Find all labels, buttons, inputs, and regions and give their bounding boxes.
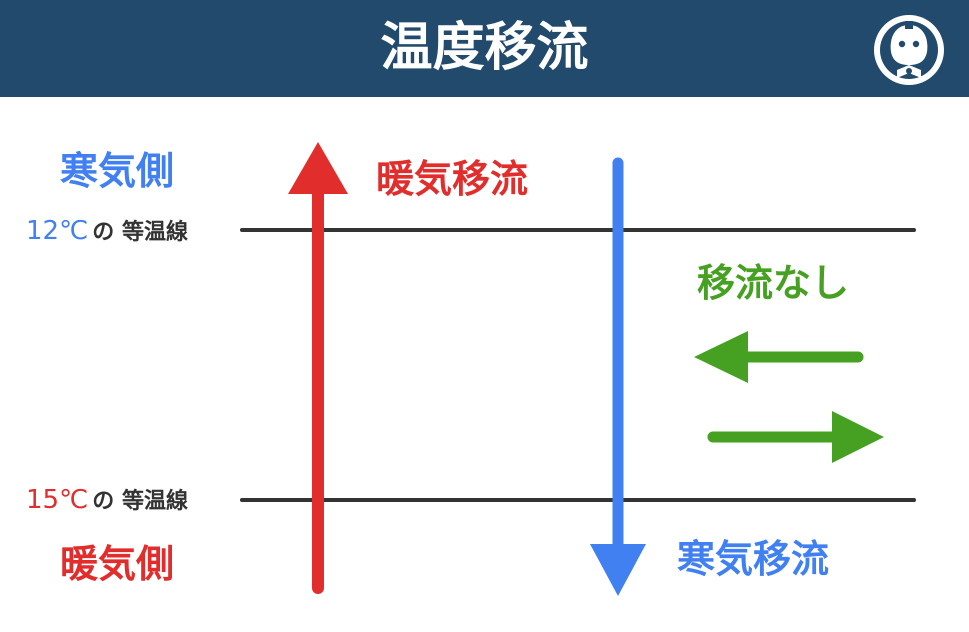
arrow-up-icon bbox=[288, 142, 348, 594]
isotherm-suffix-12: の 等温線 bbox=[92, 220, 188, 245]
warm-advection-label: 暖気移流 bbox=[376, 157, 529, 201]
isotherm-temp-12: 12℃ bbox=[26, 216, 89, 246]
arrow-down-icon bbox=[590, 157, 646, 596]
isotherm-temp-15: 15℃ bbox=[26, 485, 89, 515]
isotherm-suffix-15: の 等温線 bbox=[92, 489, 188, 514]
arrow-left-icon bbox=[694, 331, 864, 383]
no-advection-label: 移流なし bbox=[697, 261, 850, 305]
page-title: 温度移流 bbox=[380, 18, 589, 78]
cold-side-label: 寒気側 bbox=[60, 149, 175, 193]
warm-side-label: 暖気側 bbox=[60, 542, 175, 586]
owl-mascot-icon bbox=[874, 15, 944, 85]
arrow-right-icon bbox=[707, 411, 884, 463]
title-bar: 温度移流 bbox=[0, 0, 969, 97]
cold-advection-label: 寒気移流 bbox=[677, 537, 830, 581]
